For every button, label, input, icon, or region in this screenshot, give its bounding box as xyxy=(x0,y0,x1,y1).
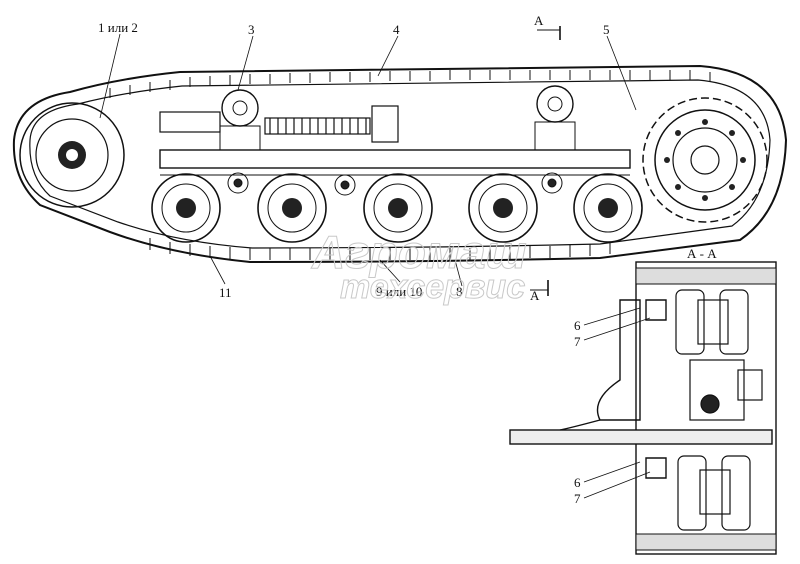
watermark-line-2: техсервис xyxy=(340,268,525,306)
section-mark-bottom: А xyxy=(530,288,540,303)
section-track-top xyxy=(635,267,777,285)
support-roller-right xyxy=(534,85,576,151)
road-wheel-1 xyxy=(151,173,221,243)
section-title: А - А xyxy=(687,246,717,261)
track-belt-inner xyxy=(29,79,771,249)
section-mark-top: А xyxy=(534,13,544,28)
callout-6-bottom: 6 xyxy=(574,475,581,490)
section-cut-bottom: А xyxy=(530,280,549,303)
section-cut-top: А xyxy=(534,13,561,40)
callout-9-or-10: 9 или 10 xyxy=(376,284,422,299)
callout-1-or-2: 1 или 2 xyxy=(98,20,138,35)
callout-6-top: 6 xyxy=(574,318,581,333)
track-main-view: А А 1 или 2 3 4 5 11 9 или 10 8 xyxy=(12,13,788,303)
section-leaders xyxy=(583,307,651,499)
drive-sprocket xyxy=(642,97,768,223)
track-belt-outer xyxy=(12,64,788,264)
section-track-bottom xyxy=(635,533,777,551)
support-roller-left xyxy=(219,89,261,151)
callout-7-top: 7 xyxy=(574,334,581,349)
leader-lines xyxy=(99,33,637,287)
callout-5: 5 xyxy=(603,22,610,37)
section-wheel-top xyxy=(675,289,749,355)
callout-11: 11 xyxy=(219,285,232,300)
idler-wheel xyxy=(19,102,125,208)
road-wheel-5 xyxy=(573,173,643,243)
callout-7-bottom: 7 xyxy=(574,491,581,506)
callout-3: 3 xyxy=(248,22,255,37)
section-frame xyxy=(635,261,777,555)
callout-4: 4 xyxy=(393,22,400,37)
frame-beam xyxy=(159,149,631,169)
road-wheel-4 xyxy=(468,173,538,243)
section-bracket xyxy=(559,299,667,479)
watermark-line-1: Агромаш xyxy=(311,226,527,278)
road-wheel-3 xyxy=(363,173,433,243)
tension-spring xyxy=(159,105,399,143)
track-teeth-top xyxy=(109,70,711,98)
section-wheel-bottom xyxy=(677,455,751,531)
suspension-hubs xyxy=(227,172,563,196)
callout-8: 8 xyxy=(456,284,463,299)
road-wheel-2 xyxy=(257,173,327,243)
section-axle xyxy=(509,429,773,445)
section-view: А - А xyxy=(509,246,777,555)
track-teeth-bottom xyxy=(149,238,611,260)
watermark: Агромаш техсервис xyxy=(311,226,528,307)
section-hub xyxy=(689,359,763,421)
road-wheels xyxy=(151,173,643,243)
